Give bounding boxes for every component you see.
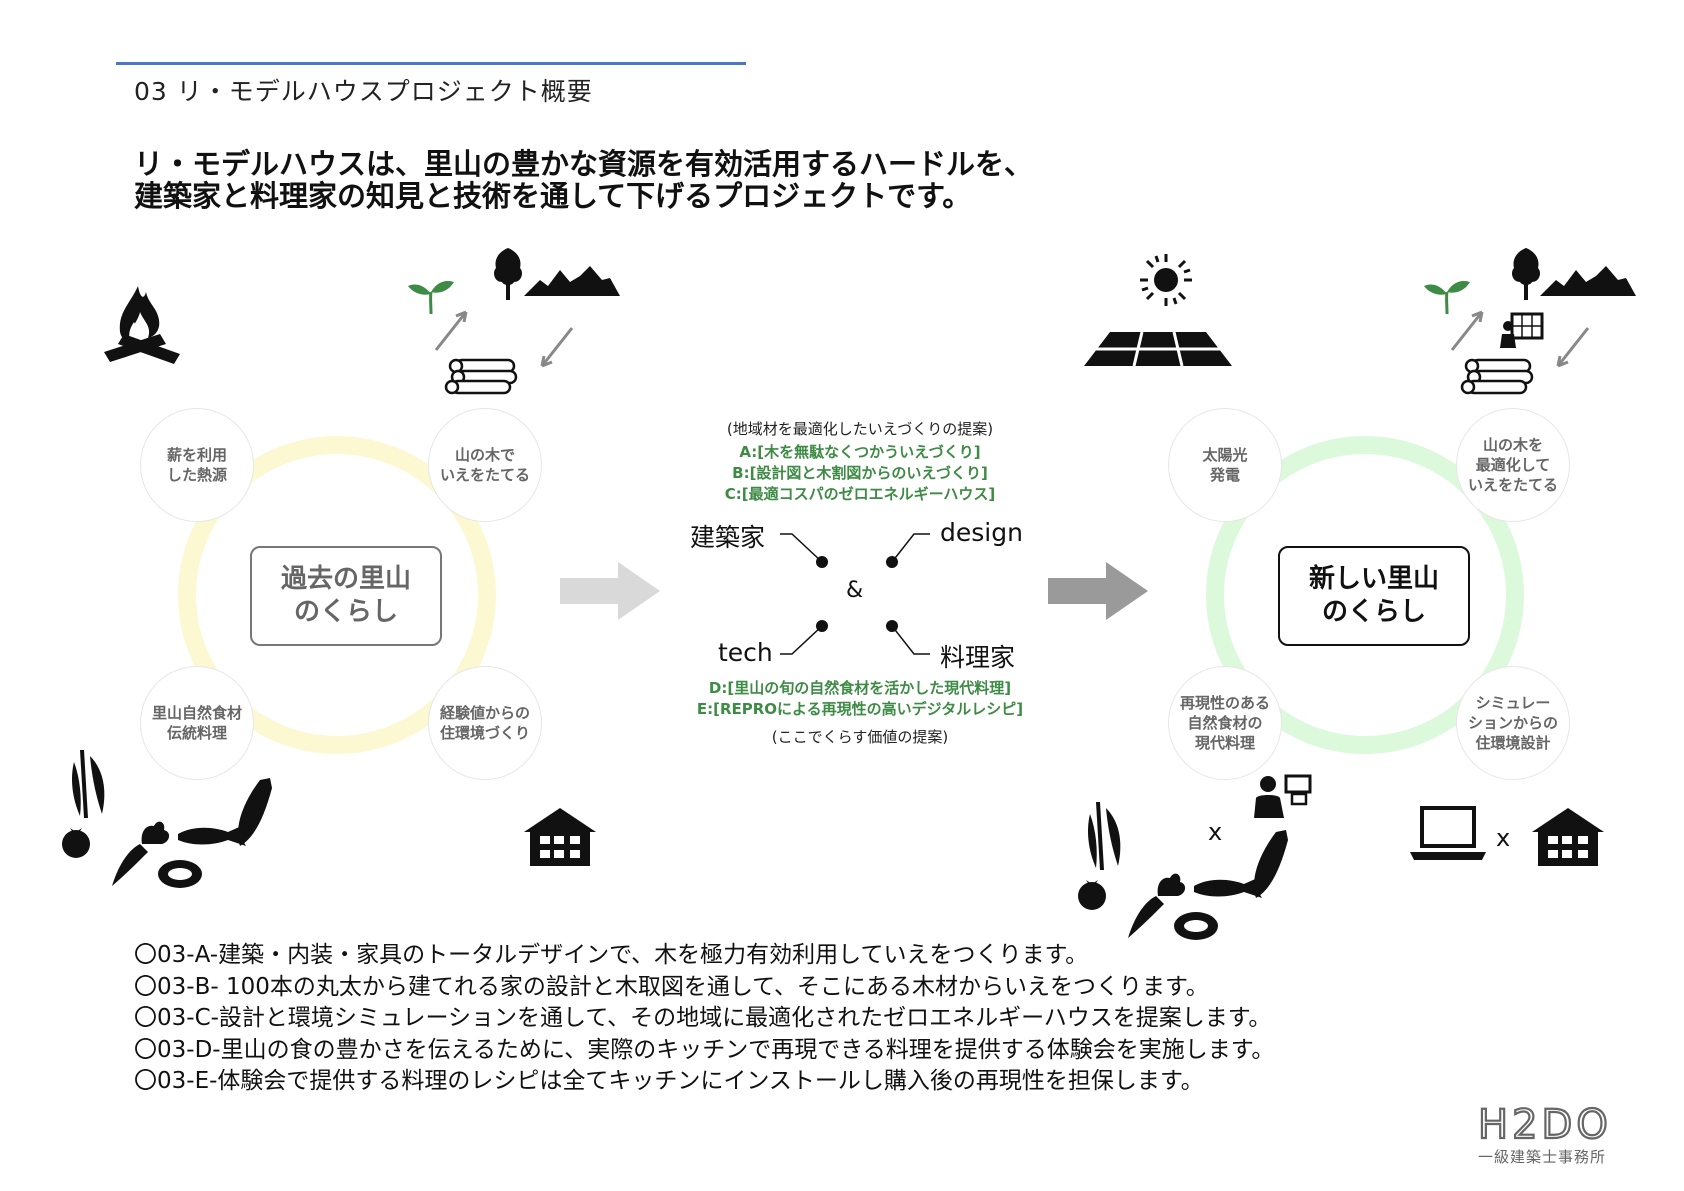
past-node-wood-house: 山の木で いえをたてる [428,408,542,522]
campfire-icon [104,286,180,364]
laptop-icon [1410,806,1486,860]
logo-mark: H2DO [1478,1104,1612,1144]
arrow-down-left-icon [540,327,574,368]
food-ingredients-icon [1078,802,1288,940]
header-rule [116,62,746,65]
proposal-a: A:[木を無駄なくつかういえづくり] [739,443,981,461]
past-node-firewood: 薪を利用 した熱源 [140,408,254,522]
future-node-optimized-house: 山の木を 最適化して いえをたてる [1456,408,1570,522]
mountain-icon [1540,266,1636,296]
label-architect: 建築家 [690,523,766,552]
future-center-box: 新しい里山 のくらし [1278,546,1470,646]
person-board-icon [1500,312,1544,348]
bullet-item: 〇03-B- 100本の丸太から建てれる家の設計と木取図を通して、そこにある木材… [134,973,1209,1000]
h2do-logo: H2DO [1478,1104,1612,1144]
headline-line-2: 建築家と料理家の知見と技術を通して下げるプロジェクトです。 [134,179,972,213]
future-node-modern-food: 再現性のある 自然食材の 現代料理 [1168,666,1282,780]
top-note: (地域材を最適化したいえづくりの提案) [726,420,994,438]
proposals-top: A:[木を無駄なくつかういえづくり] B:[設計図と木割図からのいえづくり] C… [660,442,1060,505]
proposal-e: E:[REPROによる再現性の高いデジタルレシピ] [696,700,1024,718]
person-computer-icon [1254,774,1312,818]
tree-icon [1512,248,1540,300]
connector-lines [780,533,930,655]
bullet-list: 〇03-A-建築・内装・家具のトータルデザインで、木を極力有効利用していえをつく… [134,940,1274,1098]
bottom-note: (ここでくらす価値の提案) [771,728,949,746]
label-tech: tech [718,638,773,667]
past-node-traditional-food: 里山自然食材 伝統料理 [140,666,254,780]
past-node-experience-env: 経験値からの 住環境づくり [428,666,542,780]
proposal-d: D:[里山の旬の自然食材を活かした現代料理] [708,679,1012,697]
arrow-up-right-icon [434,310,468,351]
past-ring [178,436,496,754]
future-ring [1206,436,1524,754]
bullet-item: 〇03-E-体験会で提供する料理のレシピは全てキッチンにインストールし購入後の再… [134,1068,1204,1094]
bullet-item: 〇03-C-設計と環境シミュレーションを通して、その地域に最適化されたゼロエネル… [134,1005,1272,1031]
headline-line-1: リ・モデルハウスは、里山の豊かな資源を有効活用するハードルを、 [134,147,1034,181]
bullet-item: 〇03-D-里山の食の豊かさを伝えるために、実際のキッチンで再現できる料理を提供… [134,1036,1275,1063]
logs-icon [1460,358,1534,395]
label-design: design [940,518,1023,547]
label-chef: 料理家 [940,643,1016,672]
future-node-solar: 太陽光 発電 [1168,408,1282,522]
arrow-up-right-icon [1450,310,1484,351]
solar-panel-icon [1084,331,1232,367]
sprout-icon [408,281,454,315]
headline: リ・モデルハウスは、里山の豊かな資源を有効活用するハードルを、 建築家と料理家の… [134,148,1033,212]
future-node-simulation-env: シミュレー ションからの 住環境設計 [1456,666,1570,780]
proposal-b: B:[設計図と木割図からのいえづくり] [732,464,988,482]
house-icon [524,808,596,866]
bullet-item: 〇03-A-建築・内装・家具のトータルデザインで、木を極力有効利用していえをつく… [134,942,1089,968]
proposal-c: C:[最適コスパのゼロエネルギーハウス] [724,485,996,503]
times-sign-house: x [1496,824,1511,852]
tree-icon [494,248,522,300]
sprout-icon [1424,281,1470,315]
food-ingredients-icon [62,750,272,888]
logo-subtitle: 一級建築士事務所 [1478,1148,1607,1166]
house-icon [1532,808,1604,866]
arrow-down-left-icon [1556,327,1590,368]
logs-icon [444,358,518,395]
times-sign-food: x [1208,818,1223,846]
past-center-box: 過去の里山 のくらし [250,546,442,646]
proposals-bottom: D:[里山の旬の自然食材を活かした現代料理] E:[REPROによる再現性の高い… [640,678,1080,720]
ampersand: & [846,578,864,603]
sun-icon [1140,254,1192,306]
arrow-right-dark-icon [1048,562,1148,620]
mountain-icon [524,266,620,296]
arrow-right-light-icon [560,562,660,620]
section-title: 03 リ・モデルハウスプロジェクト概要 [134,77,593,106]
